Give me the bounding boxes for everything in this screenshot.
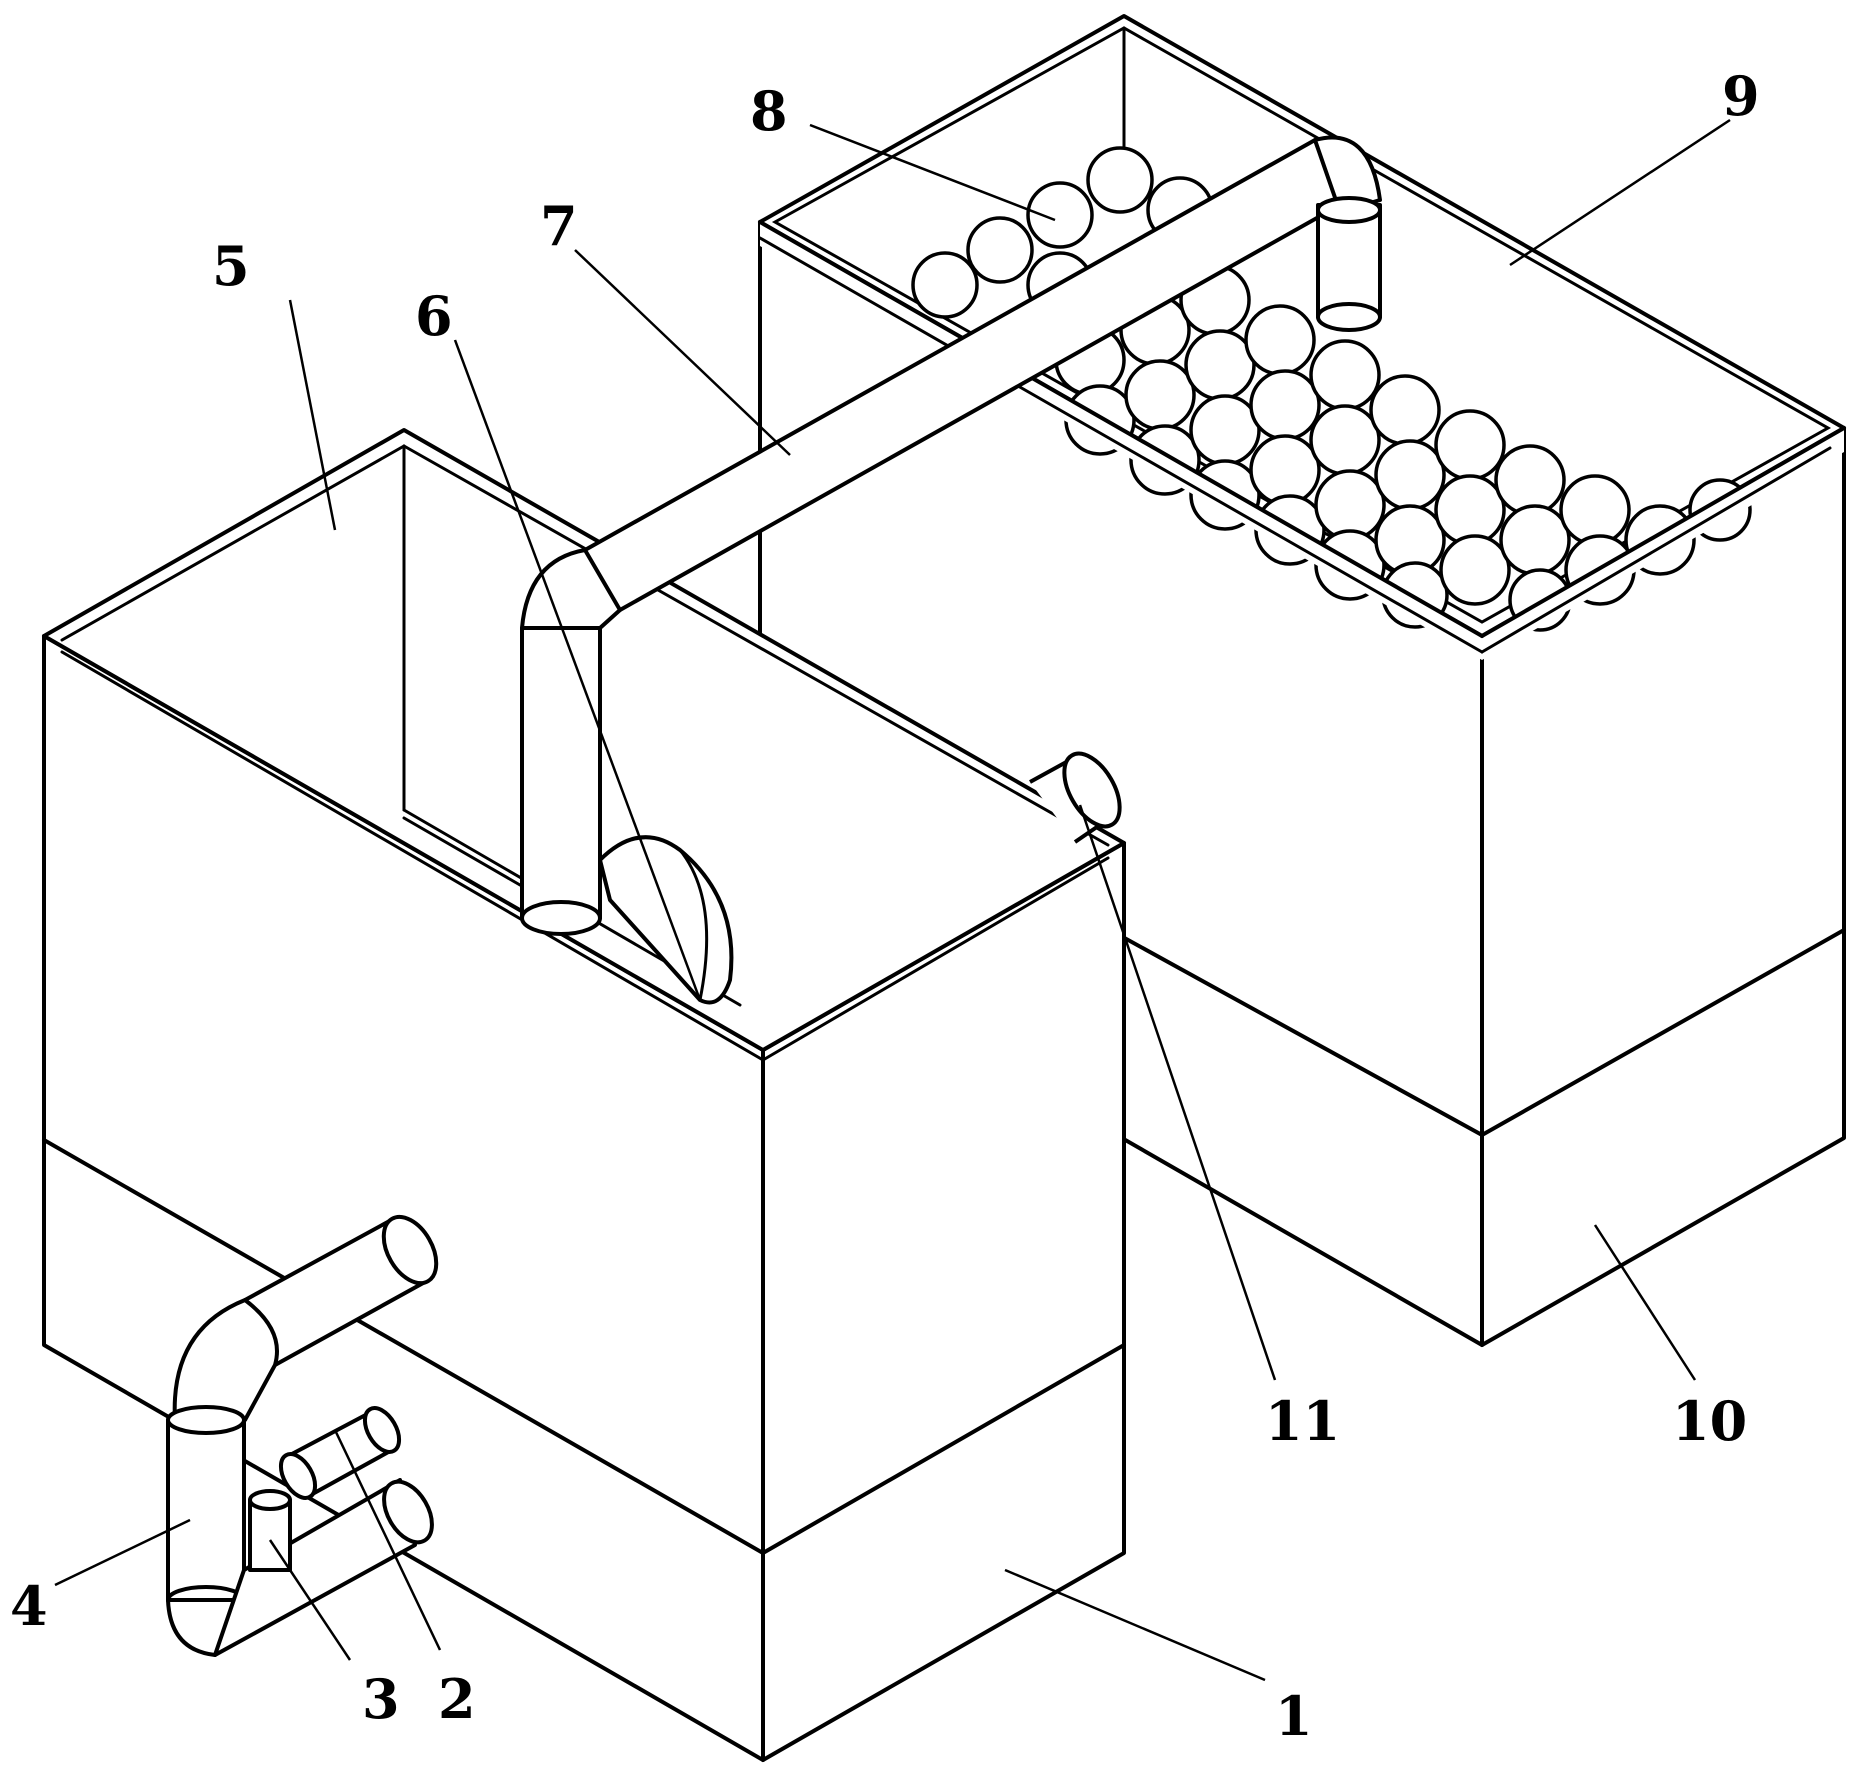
filler-ball	[1309, 404, 1381, 476]
filler-ball	[911, 251, 979, 319]
filler-ball	[1439, 534, 1511, 606]
filler-ball	[1499, 504, 1571, 576]
part-labels: 1 2 3 4 5 6 7 8 9 10 11	[10, 64, 1760, 1748]
filler-ball	[1559, 474, 1631, 546]
filler-ball	[1434, 409, 1506, 481]
diffuser-body	[598, 835, 734, 1005]
upper-elbow	[172, 1298, 279, 1422]
leader-8	[809, 123, 1056, 222]
filler-ball	[1124, 359, 1196, 431]
filler-ball	[1086, 146, 1154, 214]
label-10: 10	[1672, 1389, 1747, 1453]
inlet-pipe-end	[1316, 302, 1382, 332]
filler-ball	[1249, 369, 1321, 441]
left-tank-seam-side	[761, 1343, 1126, 1555]
filler-ball	[1369, 374, 1441, 446]
filler-ball	[966, 216, 1034, 284]
leader-7	[574, 249, 791, 456]
leader-11	[1078, 804, 1277, 1381]
filler-ball	[1189, 394, 1261, 466]
diffuser-rim	[678, 848, 709, 1002]
label-7: 7	[540, 194, 578, 258]
leader-lines	[54, 118, 1731, 1682]
vertical-pipe-4	[166, 1418, 246, 1602]
lower-branch-end	[382, 1479, 434, 1545]
inlet-pipe-joint	[1316, 196, 1382, 224]
right-tank-seam-side	[1480, 928, 1846, 1137]
elbow-right	[1313, 135, 1382, 214]
filler-ball	[1026, 181, 1094, 249]
right-tank-seam-front	[1108, 928, 1484, 1137]
right-tank-top-edge-inner	[758, 236, 1484, 654]
label-5: 5	[212, 234, 250, 298]
upper-branch-end	[381, 1214, 439, 1286]
vertical-pipe-top	[166, 1405, 246, 1435]
filler-ball	[1494, 444, 1566, 516]
filler-ball	[1314, 469, 1386, 541]
label-4: 4	[10, 1574, 48, 1638]
filler-ball	[1249, 434, 1321, 506]
label-6: 6	[415, 284, 453, 348]
transfer-pipe-7	[520, 135, 1382, 936]
left-tank-rim-inner-back	[402, 444, 1110, 847]
balls-back-row	[911, 146, 1214, 319]
leader-3	[268, 1539, 352, 1661]
leader-10	[1593, 1224, 1697, 1381]
left-tank-rim-inner-front	[60, 650, 765, 1062]
filler-ball	[1309, 339, 1381, 411]
label-1: 1	[1275, 1684, 1313, 1748]
left-tank-rim-inner-left	[60, 444, 406, 642]
valve-3-top	[248, 1489, 292, 1511]
leader-1	[1004, 1568, 1266, 1682]
filler-balls	[758, 146, 1846, 660]
left-tank-inner-floor-edge2	[402, 816, 522, 887]
rim-cover-front	[760, 222, 1482, 660]
right-tank-top-edge-front	[758, 220, 1484, 638]
label-3: 3	[362, 1667, 400, 1731]
rim-cover-side	[1482, 428, 1844, 660]
leader-6	[453, 339, 702, 1001]
downpipe-end	[520, 900, 602, 936]
connector-stub-end	[1062, 751, 1122, 829]
small-pipe-2-end	[362, 1406, 402, 1454]
left-tank-seam-front	[42, 1138, 765, 1555]
filler-ball	[1374, 439, 1446, 511]
diffuser-6	[598, 835, 734, 1005]
label-11: 11	[1265, 1389, 1340, 1453]
left-tank-rim-inner-side	[761, 856, 1110, 1062]
right-tank-top-edge-inner-side	[1480, 446, 1832, 654]
filler-ball	[1244, 304, 1316, 376]
label-2: 2	[438, 1667, 476, 1731]
small-pipe-2-start	[278, 1452, 318, 1500]
label-8: 8	[750, 79, 788, 143]
connector-pipe-11	[1029, 751, 1122, 844]
right-tank-top-edge-side	[1480, 426, 1846, 638]
filler-ball	[1434, 474, 1506, 546]
leader-9	[1509, 118, 1731, 267]
bottom-pipework	[166, 1214, 439, 1657]
filler-ball	[1184, 329, 1256, 401]
leader-4	[54, 1518, 191, 1587]
label-9: 9	[1722, 64, 1760, 128]
leader-5	[288, 299, 337, 531]
downpipe	[520, 626, 602, 920]
leader-2	[333, 1429, 442, 1651]
